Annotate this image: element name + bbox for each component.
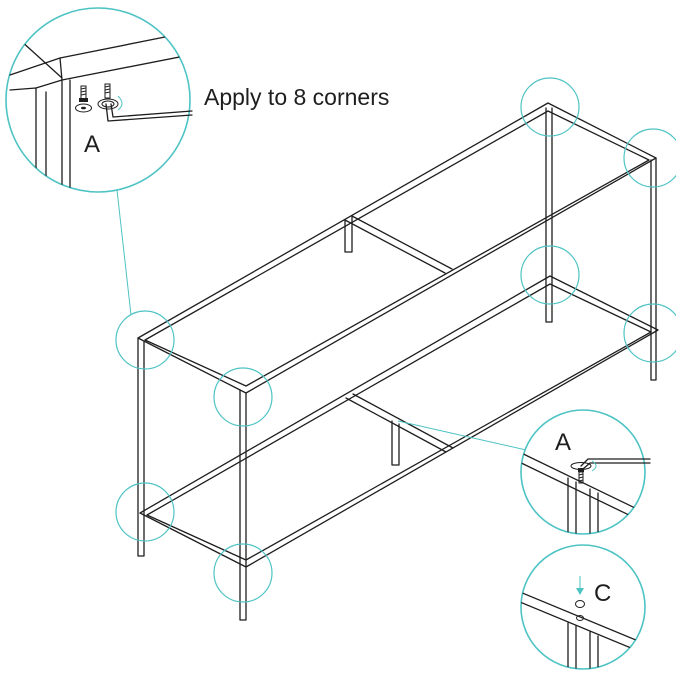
hole-marker xyxy=(576,615,584,621)
corner-callout xyxy=(115,482,175,542)
corner-callout xyxy=(623,128,676,188)
crossbar-detail-magnifier: A xyxy=(520,409,651,535)
corner-callout xyxy=(520,245,580,305)
hole-detail-magnifier: C xyxy=(520,544,646,670)
leader-line-top xyxy=(116,189,132,316)
arrow-down-icon xyxy=(576,576,584,595)
bolt-icon xyxy=(570,458,651,484)
part-label-a-mid: A xyxy=(555,429,571,456)
corner-callout xyxy=(520,77,580,137)
leader-line-mid xyxy=(397,420,536,453)
corner-callouts xyxy=(115,77,676,603)
corner-callout xyxy=(623,303,676,363)
bottom-crossbar xyxy=(345,393,454,466)
top-detail-magnifier: A xyxy=(5,7,193,193)
legs xyxy=(137,107,657,621)
washer-icon xyxy=(97,83,119,110)
corner-callout xyxy=(213,367,273,427)
bolt-icon xyxy=(75,85,92,113)
part-label-c: C xyxy=(594,580,611,607)
instruction-text: Apply to 8 corners xyxy=(204,84,389,110)
corner-callout xyxy=(115,310,175,370)
part-label-a-top: A xyxy=(84,131,100,158)
top-crossbar xyxy=(344,215,453,274)
console-frame xyxy=(137,102,659,621)
allen-key-icon xyxy=(105,95,193,122)
hole-marker xyxy=(575,600,585,608)
corner-callout xyxy=(213,543,273,603)
